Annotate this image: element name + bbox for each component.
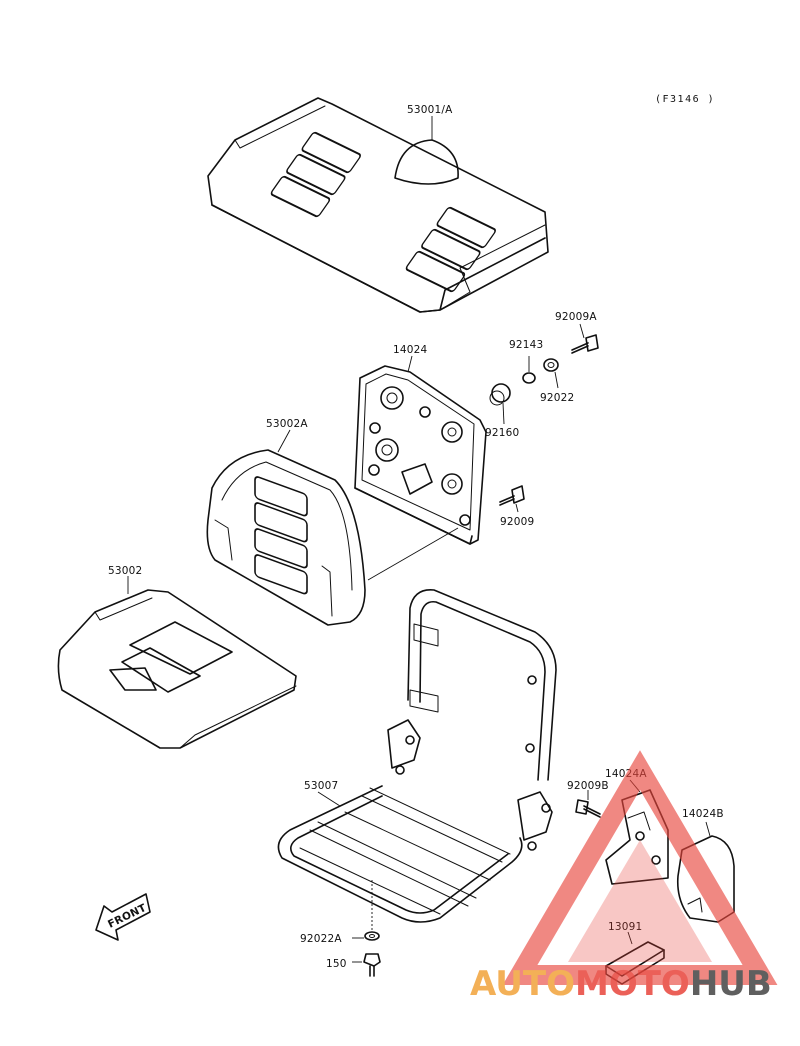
label-92009a: 92009A xyxy=(555,311,597,323)
backrest-53002a xyxy=(206,429,366,626)
label-92160: 92160 xyxy=(485,427,519,439)
bolt-92009b xyxy=(575,790,601,818)
front-arrow: FRONT xyxy=(95,893,151,941)
washer-92022a xyxy=(352,880,380,941)
reference-code: (F3146 ) xyxy=(655,94,715,105)
label-53001a: 53001/A xyxy=(407,104,453,116)
back-plate-14024 xyxy=(354,355,487,545)
seat-cushion-53002 xyxy=(57,576,297,749)
label-150: 150 xyxy=(326,958,347,970)
label-92009: 92009 xyxy=(500,516,534,528)
bolt-92009 xyxy=(499,485,525,513)
label-92009b: 92009B xyxy=(567,780,609,792)
label-53002a: 53002A xyxy=(266,418,308,430)
washer-92022 xyxy=(543,358,559,389)
watermark-auto: AUTO xyxy=(470,964,575,1004)
label-13091: 13091 xyxy=(608,921,642,933)
label-53007: 53007 xyxy=(304,780,338,792)
bolt-150 xyxy=(352,953,381,977)
grommet-92160 xyxy=(489,383,511,425)
watermark-hub: HUB xyxy=(690,964,772,1004)
svg-text:AUTOMOTOHUB: AUTOMOTOHUB xyxy=(470,964,772,1004)
watermark-logo: AUTOMOTOHUB xyxy=(470,750,778,1004)
label-53002: 53002 xyxy=(108,565,142,577)
label-92143: 92143 xyxy=(509,339,543,351)
seat-cushion-53001a xyxy=(207,97,549,313)
label-14024: 14024 xyxy=(393,344,428,356)
seat-frame-53007 xyxy=(277,589,557,923)
nut-92143 xyxy=(522,356,536,384)
watermark-moto: MOTO xyxy=(575,964,690,1004)
label-92022a: 92022A xyxy=(300,933,342,945)
label-14024b: 14024B xyxy=(682,808,724,820)
bolt-92009a xyxy=(571,323,599,354)
leader-backrest-to-plate xyxy=(367,527,459,581)
label-92022: 92022 xyxy=(540,392,574,404)
